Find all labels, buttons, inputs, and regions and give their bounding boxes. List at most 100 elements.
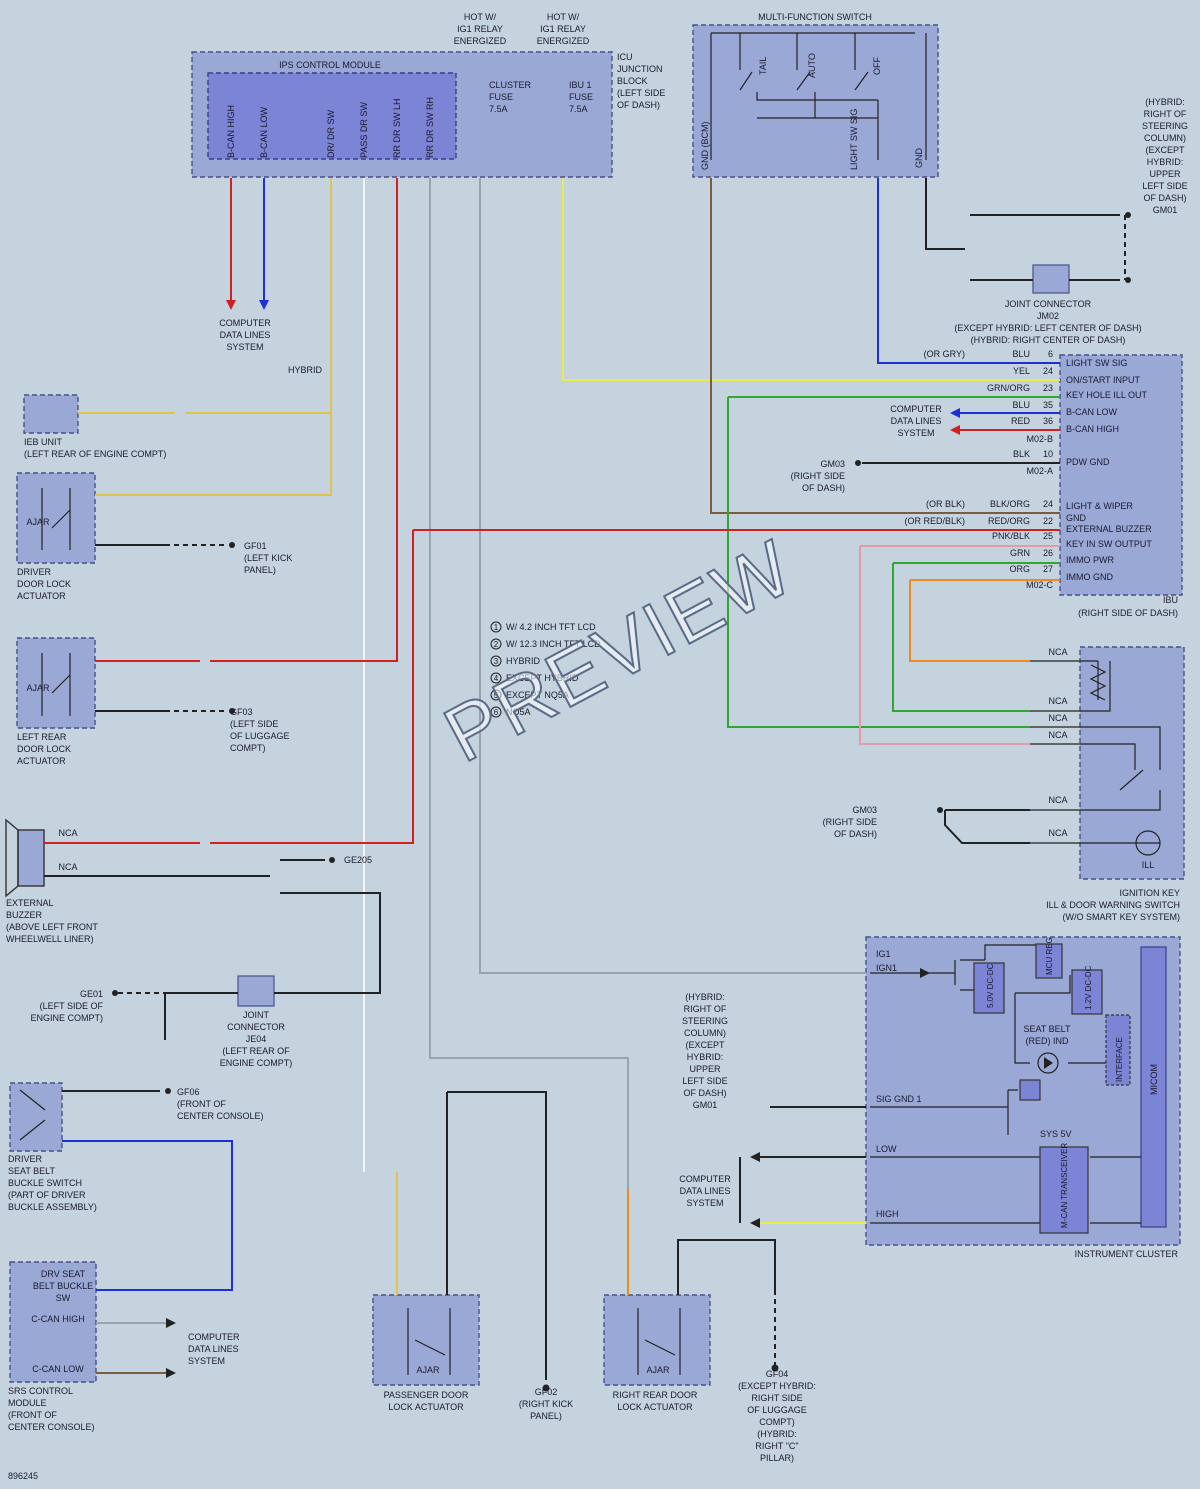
- ibu-fuse-label: 7.5A: [569, 104, 588, 114]
- legend-item: W/ 4.2 INCH TFT LCD: [506, 622, 596, 632]
- sys-5v-label: SYS 5V: [1040, 1129, 1072, 1139]
- computer-data-lines-label: COMPUTER: [679, 1174, 731, 1184]
- ignition-key-title: (W/O SMART KEY SYSTEM): [1062, 912, 1180, 922]
- hybrid-label: HYBRID: [288, 365, 323, 375]
- gm01-label: (EXCEPT: [1145, 145, 1185, 155]
- ibu-wire-pin: 27: [1043, 564, 1053, 574]
- ibu-fuse-label: IBU 1: [569, 80, 592, 90]
- computer-data-lines-label: SYSTEM: [188, 1356, 225, 1366]
- dc-5v-block: [973, 962, 1005, 1014]
- ieb-unit: [23, 394, 79, 434]
- seat-belt-led: [1037, 1052, 1059, 1074]
- ibu-pin-label: GND: [1066, 513, 1087, 523]
- computer-data-lines-label: DATA LINES: [891, 416, 942, 426]
- legend-number: 5: [494, 691, 499, 700]
- ibu-wire-pin: 35: [1043, 400, 1053, 410]
- hot-label: IG1 RELAY: [457, 24, 503, 34]
- gm01-label: (HYBRID:: [1145, 97, 1185, 107]
- je04-title: JOINT: [243, 1010, 270, 1020]
- buzzer-title: (ABOVE LEFT FRONT: [6, 922, 98, 932]
- gm01b-label: (HYBRID:: [685, 992, 725, 1002]
- interface-label: INTERFACE: [1115, 1037, 1124, 1082]
- gm01b-label: OF DASH): [683, 1088, 726, 1098]
- left-rear-door-title: DOOR LOCK: [17, 744, 71, 754]
- micom-block: [1140, 946, 1167, 1228]
- nca-label: NCA: [1048, 795, 1067, 805]
- ge01-label: (LEFT SIDE OF: [40, 1001, 104, 1011]
- buzzer-horn: [5, 818, 19, 898]
- gf06-label: CENTER CONSOLE): [177, 1111, 264, 1121]
- right-rear-door-actuator: [603, 1294, 711, 1386]
- cluster-ig1-label: IG1: [876, 949, 891, 959]
- driver-door-actuator: [16, 472, 96, 564]
- je04-connector: [237, 975, 275, 1007]
- legend-marker: [490, 672, 502, 684]
- srs-pin-label: SW: [56, 1293, 71, 1303]
- wire-gm03-5: [944, 810, 1030, 844]
- ibu-wire-color: RED/ORG: [988, 516, 1030, 526]
- ips-title: IPS CONTROL MODULE: [279, 60, 381, 70]
- ground-point: [229, 708, 235, 714]
- wire-pass-blk-top: [447, 1091, 547, 1380]
- ground-point: [112, 990, 118, 996]
- buzzer-title: EXTERNAL: [6, 898, 54, 908]
- jm02-title: (EXCEPT HYBRID: LEFT CENTER OF DASH): [954, 323, 1141, 333]
- ibu-wire-color: ORG: [1009, 564, 1030, 574]
- wire-seatbelt-blu: [62, 1140, 233, 1291]
- mfs-label: AUTO: [807, 53, 817, 78]
- ibu-wire-pin: 25: [1043, 531, 1053, 541]
- buzzer-body: [17, 829, 45, 887]
- ground-point: [855, 460, 861, 466]
- instrument-cluster: [865, 936, 1181, 1246]
- gm03-label: OF DASH): [802, 483, 845, 493]
- ajar-label: AJAR: [646, 1365, 670, 1375]
- computer-data-lines-label: SYSTEM: [897, 428, 934, 438]
- gm01-label: STEERING: [1142, 121, 1188, 131]
- cluster-fuse-label: FUSE: [489, 92, 513, 102]
- driver-door-title: DRIVER: [17, 567, 52, 577]
- nca-label: NCA: [1048, 696, 1067, 706]
- gm01-label: GM01: [1153, 205, 1178, 215]
- ibu-wire-pin: 24: [1043, 366, 1053, 376]
- gf02-label: PANEL): [530, 1411, 562, 1421]
- ibu-wire-color: BLK/ORG: [990, 499, 1030, 509]
- ips-pin-label: RR DR SW LH: [392, 98, 402, 158]
- ibu-pin-label: IMMO GND: [1066, 572, 1113, 582]
- hot-label: HOT W/: [464, 12, 497, 22]
- buzzer-title: WHEELWELL LINER): [6, 934, 94, 944]
- gf04-label: COMPT): [759, 1417, 795, 1427]
- gm01b-label: STEERING: [682, 1016, 728, 1026]
- icu-title: BLOCK: [617, 76, 648, 86]
- computer-data-lines-label: DATA LINES: [188, 1344, 239, 1354]
- ibu-wire-pin: 26: [1043, 548, 1053, 558]
- ground-point: [542, 1384, 550, 1392]
- wire-pnkblk-down: [859, 546, 1030, 745]
- seat-belt-switch-title: BUCKLE SWITCH: [8, 1178, 82, 1188]
- legend-item: NQ5A: [506, 707, 531, 717]
- ill-label: ILL: [1142, 860, 1155, 870]
- ibu-connector-id: M02-C: [1026, 580, 1054, 590]
- ibu-wire-pin: 36: [1043, 416, 1053, 426]
- cluster-high-label: HIGH: [876, 1209, 899, 1219]
- computer-data-lines-label: DATA LINES: [220, 330, 271, 340]
- ips-pin-label: B-CAN LOW: [259, 106, 269, 158]
- gf06-label: GF06: [177, 1087, 200, 1097]
- ibu-wire-alt: (OR GRY): [924, 349, 965, 359]
- passenger-door-title: LOCK ACTUATOR: [388, 1402, 464, 1412]
- wire-mfs-gnd: [925, 178, 965, 250]
- ibu-wire-color: BLK: [1013, 449, 1030, 459]
- gf01-label: GF01: [244, 541, 267, 551]
- mfs-label: LIGHT SW SIG: [849, 109, 859, 170]
- gm01-label: LEFT SIDE: [1142, 181, 1187, 191]
- ibu-pin-label: EXTERNAL BUZZER: [1066, 524, 1152, 534]
- computer-data-lines-label: SYSTEM: [226, 342, 263, 352]
- ge01-label: GE01: [80, 989, 103, 999]
- ips-control-module: [207, 72, 457, 160]
- computer-data-lines-label: COMPUTER: [890, 404, 942, 414]
- ground-point: [165, 1088, 171, 1094]
- ibu-fuse-label: FUSE: [569, 92, 593, 102]
- gm03-label-2: GM03: [852, 805, 877, 815]
- ibu-wire-color: BLU: [1012, 349, 1030, 359]
- gf01-label: (LEFT KICK: [244, 553, 292, 563]
